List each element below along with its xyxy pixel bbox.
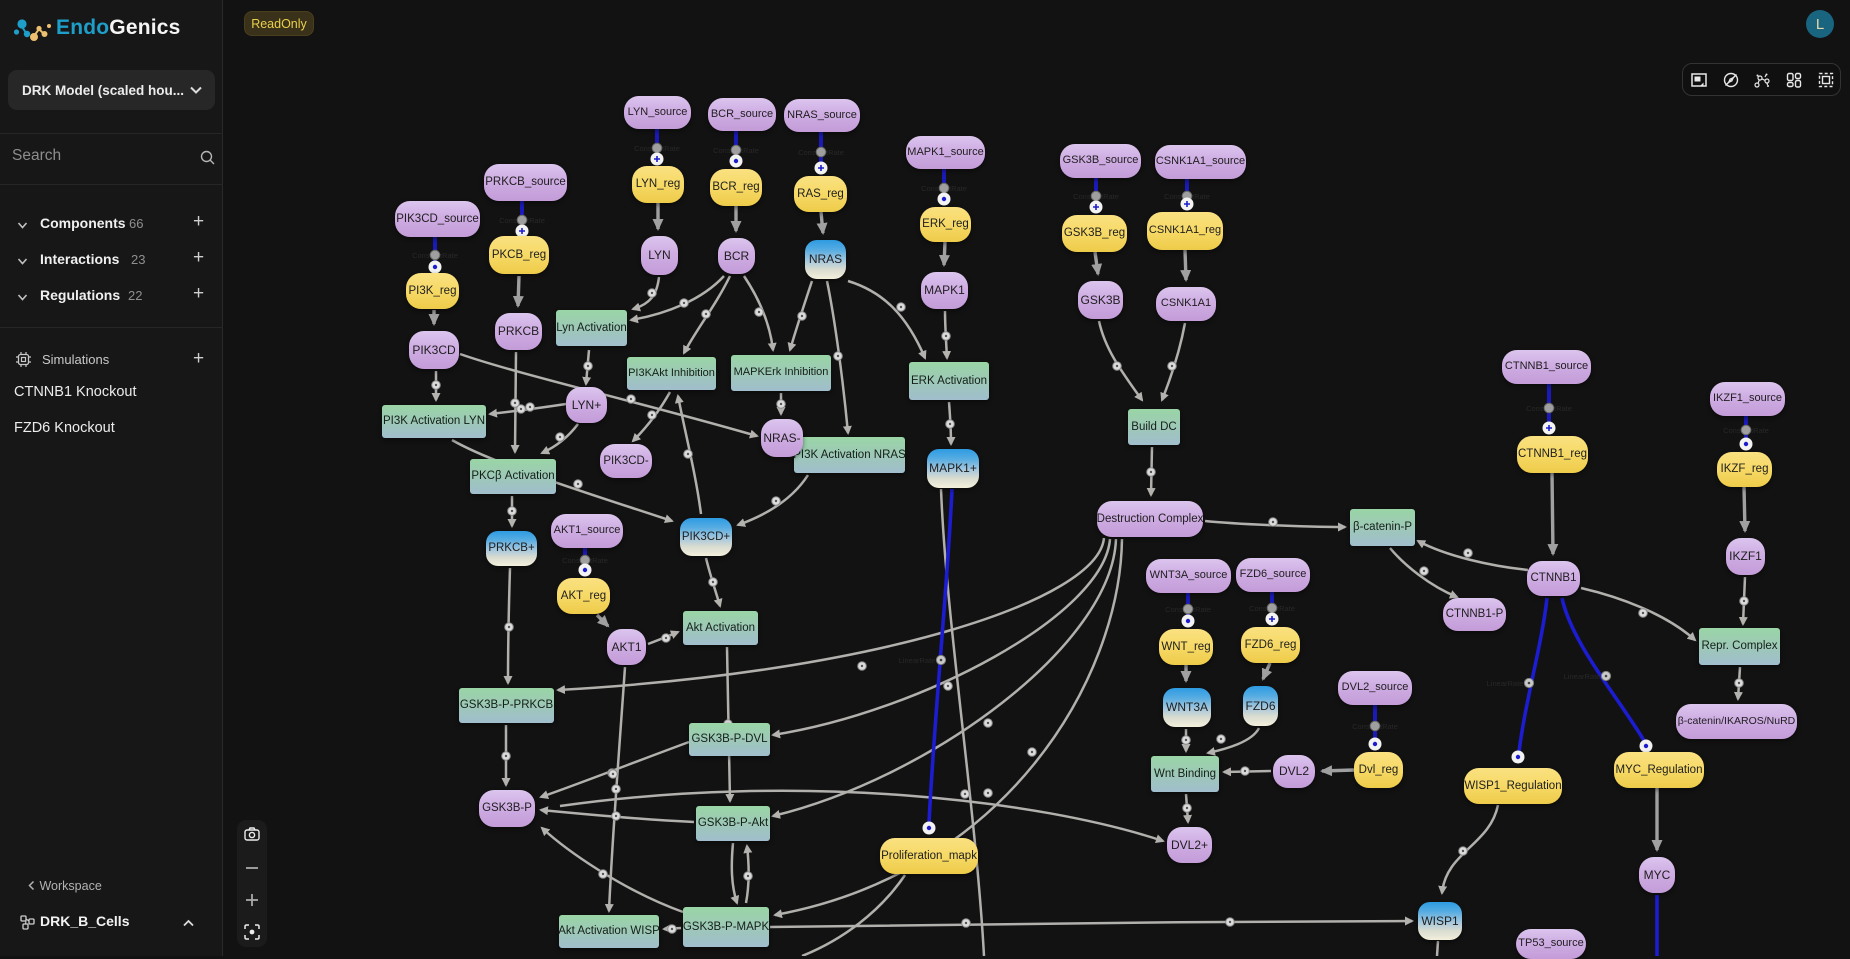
svg-text:LinearRate: LinearRate <box>1564 672 1601 681</box>
svg-text:LinearRate: LinearRate <box>899 656 936 665</box>
svg-text:LinearRate: LinearRate <box>1487 679 1524 688</box>
